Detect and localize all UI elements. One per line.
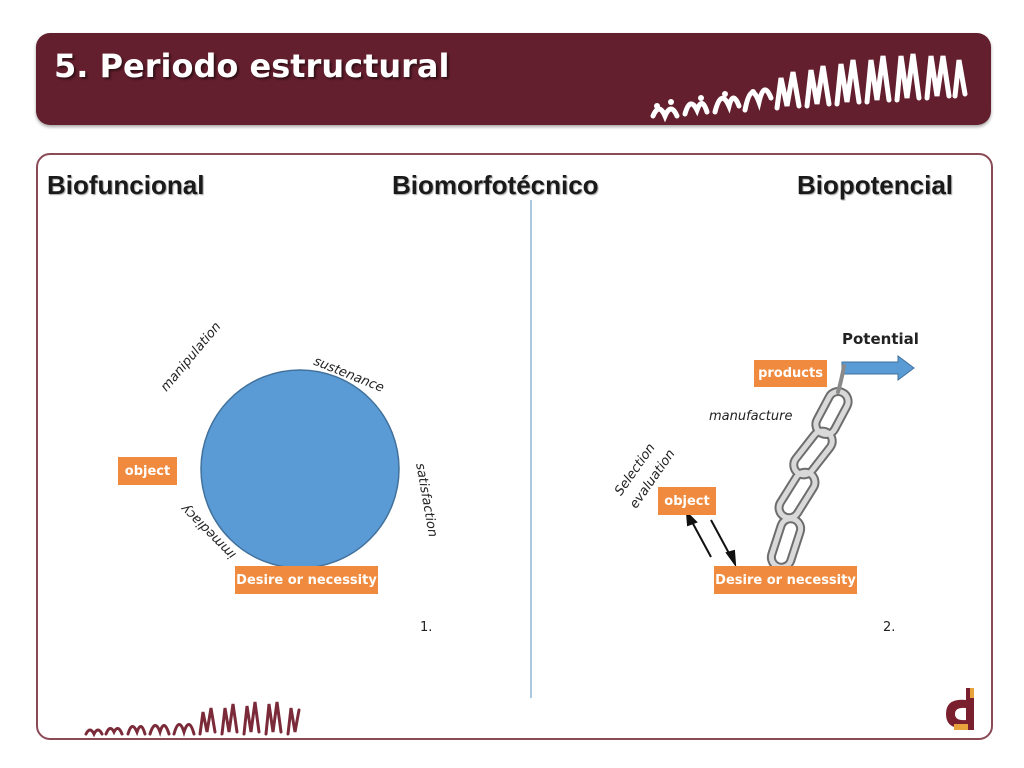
- diagram-number-1: 1.: [420, 620, 433, 635]
- chain-icon: [766, 364, 853, 572]
- logo-icon: [946, 688, 974, 730]
- decorative-pattern-bottom-icon: [84, 701, 301, 738]
- section-title-biofuncional: Biofuncional: [47, 170, 205, 200]
- label-manufacture: manufacture: [709, 409, 793, 424]
- title-bar: 5. Periodo estructural: [36, 33, 991, 125]
- potential-arrow-icon: [841, 355, 915, 381]
- object-box-1: object: [118, 457, 177, 485]
- need-box-2: Desire or necessity: [714, 566, 857, 594]
- slide-title: 5. Periodo estructural: [54, 47, 450, 85]
- diagram-number-2: 2.: [883, 620, 896, 635]
- section-title-biopotencial: Biopotencial: [797, 170, 954, 200]
- cycle-circle: [200, 369, 400, 569]
- need-box-1: Desire or necessity: [235, 566, 378, 594]
- center-divider: [530, 200, 532, 698]
- section-title-biomorfotecnico: Biomorfotécnico: [392, 170, 599, 200]
- content-panel: [36, 153, 993, 740]
- potential-label: Potential: [842, 330, 919, 348]
- decorative-pattern-top-icon: [650, 53, 968, 123]
- products-box: products: [754, 360, 827, 387]
- exchange-arrows-icon: [685, 510, 737, 568]
- object-box-2: object: [658, 487, 716, 515]
